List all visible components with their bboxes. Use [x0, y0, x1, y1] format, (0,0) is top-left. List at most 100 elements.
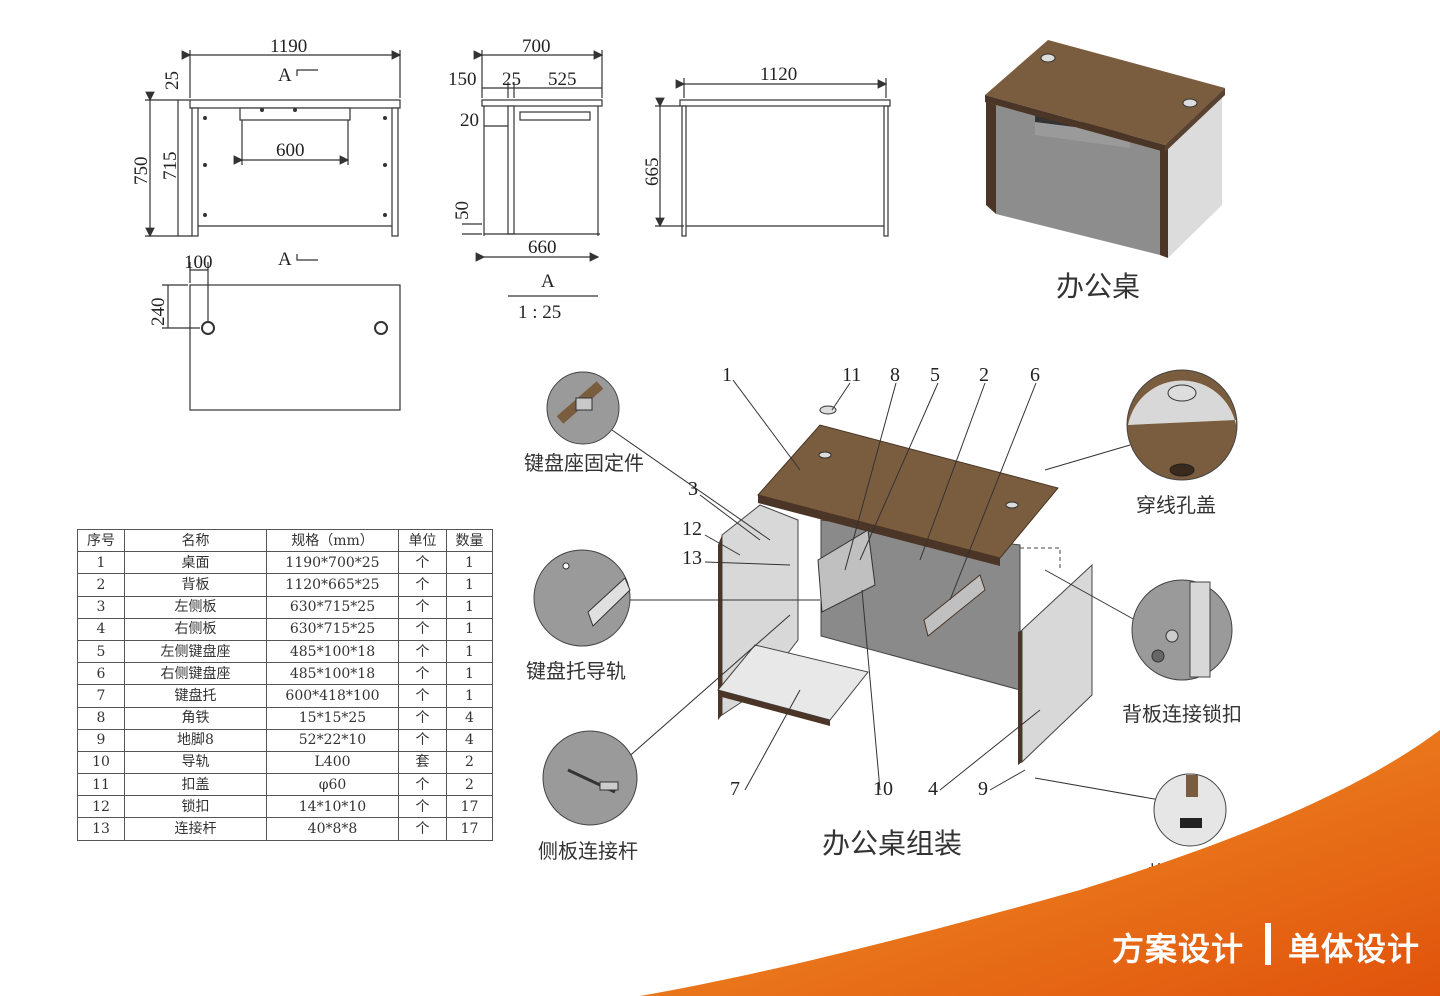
detail-back-lock: [1131, 579, 1233, 681]
detail-rubber-foot: [1153, 773, 1227, 847]
banner-right-label: 单体设计: [1288, 930, 1421, 968]
parts-table: 序号 名称 规格（mm） 单位 数量 1 桌面 1190*700*25 个 1 …: [77, 528, 493, 841]
table-cell: 个: [398, 639, 447, 664]
table-cell: 个: [398, 795, 447, 819]
table-cell: 485*100*18: [266, 662, 399, 686]
table-cell: 锁扣: [124, 795, 267, 819]
gap-bottom-dim: 50: [452, 201, 473, 220]
back-view: [655, 78, 891, 237]
callout-side-rod: 侧板连接杆: [538, 839, 638, 863]
table-cell: 11: [77, 773, 125, 797]
table-row: 8 角铁 15*15*25 个 4: [77, 706, 493, 730]
assembly-numbers: 1 11 8 5 2 6 3 12 13 7 10 4 9: [682, 364, 1040, 800]
table-header: 序号: [77, 528, 125, 553]
table-row: 3 左侧板 630*715*25 个 1: [77, 595, 493, 619]
table-row: 11 扣盖 φ60 个 2: [77, 773, 493, 797]
table-cell: 52*22*10: [266, 728, 399, 752]
table-cell: 9: [77, 728, 125, 752]
table-cell: 1: [446, 551, 493, 575]
table-row: 2 背板 1120*665*25 个 1: [77, 573, 493, 597]
table-row: 4 右侧板 630*715*25 个 1: [77, 617, 493, 641]
table-cell: 左侧板: [124, 595, 267, 619]
desk-render: [985, 40, 1225, 258]
table-cell: 个: [398, 706, 447, 730]
keyboard-depth-dim: 525: [548, 69, 577, 90]
callout-keyboard-rail: 键盘托导轨: [526, 659, 626, 683]
section-mark-bottom: A: [278, 249, 292, 270]
table-cell: 5: [77, 639, 125, 664]
table-header: 数量: [446, 528, 493, 553]
part-number-5: 5: [930, 364, 940, 386]
table-cell: 10: [77, 750, 125, 775]
table-cell: 12: [77, 795, 125, 819]
front-width-dim: 1190: [270, 36, 307, 57]
plan-view: [162, 262, 401, 411]
table-cell: 个: [398, 662, 447, 686]
part-number-1: 1: [722, 364, 732, 386]
table-cell: 4: [77, 617, 125, 641]
assembly-leaders: [611, 379, 1161, 801]
table-cell: L400: [266, 750, 399, 775]
detail-keyboard-bracket: [546, 371, 620, 445]
table-cell: 2: [446, 773, 493, 797]
callout-back-lock: 背板连接锁扣: [1122, 702, 1242, 726]
hole-offset-x-dim: 100: [184, 252, 213, 273]
banner-divider: [1265, 923, 1271, 965]
table-cell: φ60: [266, 773, 399, 797]
callout-keyboard-bracket: 键盘座固定件: [524, 451, 644, 475]
table-cell: 地脚8: [124, 728, 267, 752]
total-height-dim: 750: [131, 157, 152, 186]
table-cell: 7: [77, 684, 125, 708]
render-title: 办公桌: [1056, 270, 1140, 303]
table-header: 规格（mm）: [266, 528, 399, 553]
table-cell: 个: [398, 551, 447, 575]
table-cell: 个: [398, 573, 447, 597]
table-row: 12 锁扣 14*10*10 个 17: [77, 795, 493, 819]
banner-swoosh: [640, 730, 1440, 996]
table-cell: 桌面: [124, 551, 267, 575]
keyboard-width-dim: 600: [276, 140, 305, 161]
part-number-3: 3: [688, 478, 698, 500]
table-cell: 2: [446, 750, 493, 775]
top-thickness-dim: 25: [162, 71, 183, 90]
table-cell: 17: [446, 795, 493, 819]
scale-label: 1 : 25: [518, 302, 561, 323]
table-cell: 485*100*18: [266, 639, 399, 664]
table-cell: 个: [398, 728, 447, 752]
table-cell: 1: [446, 595, 493, 619]
table-header-row: 序号 名称 规格（mm） 单位 数量: [77, 528, 493, 553]
table-cell: 4: [446, 728, 493, 752]
callout-cable-cover: 穿线孔盖: [1136, 493, 1216, 517]
part-number-7: 7: [730, 778, 740, 800]
table-cell: 15*15*25: [266, 706, 399, 730]
table-cell: 右侧板: [124, 617, 267, 641]
table-cell: 套: [398, 750, 447, 775]
table-cell: 630*715*25: [266, 617, 399, 641]
table-cell: 17: [446, 817, 493, 841]
table-cell: 个: [398, 617, 447, 641]
table-header: 单位: [398, 528, 447, 553]
table-header: 名称: [124, 528, 267, 553]
side-offset-panel-dim: 25: [502, 69, 521, 90]
detail-keyboard-rail: [533, 549, 631, 647]
table-cell: 右侧键盘座: [124, 662, 267, 686]
table-row: 9 地脚8 52*22*10 个 4: [77, 728, 493, 752]
panel-depth-dim: 660: [528, 237, 557, 258]
table-cell: 13: [77, 817, 125, 841]
side-offset-front-dim: 150: [448, 69, 477, 90]
part-number-12: 12: [682, 518, 702, 540]
table-cell: 1: [446, 573, 493, 597]
part-number-4: 4: [928, 778, 938, 800]
table-cell: 40*8*8: [266, 817, 399, 841]
table-row: 1 桌面 1190*700*25 个 1: [77, 551, 493, 575]
part-number-2: 2: [979, 364, 989, 386]
table-row: 5 左侧键盘座 485*100*18 个 1: [77, 639, 493, 664]
table-cell: 1190*700*25: [266, 551, 399, 575]
part-number-9: 9: [978, 778, 988, 800]
detail-side-rod: [542, 730, 638, 826]
table-cell: 扣盖: [124, 773, 267, 797]
banner-left-label: 方案设计: [1112, 930, 1245, 968]
front-view: [145, 50, 402, 261]
table-cell: 角铁: [124, 706, 267, 730]
